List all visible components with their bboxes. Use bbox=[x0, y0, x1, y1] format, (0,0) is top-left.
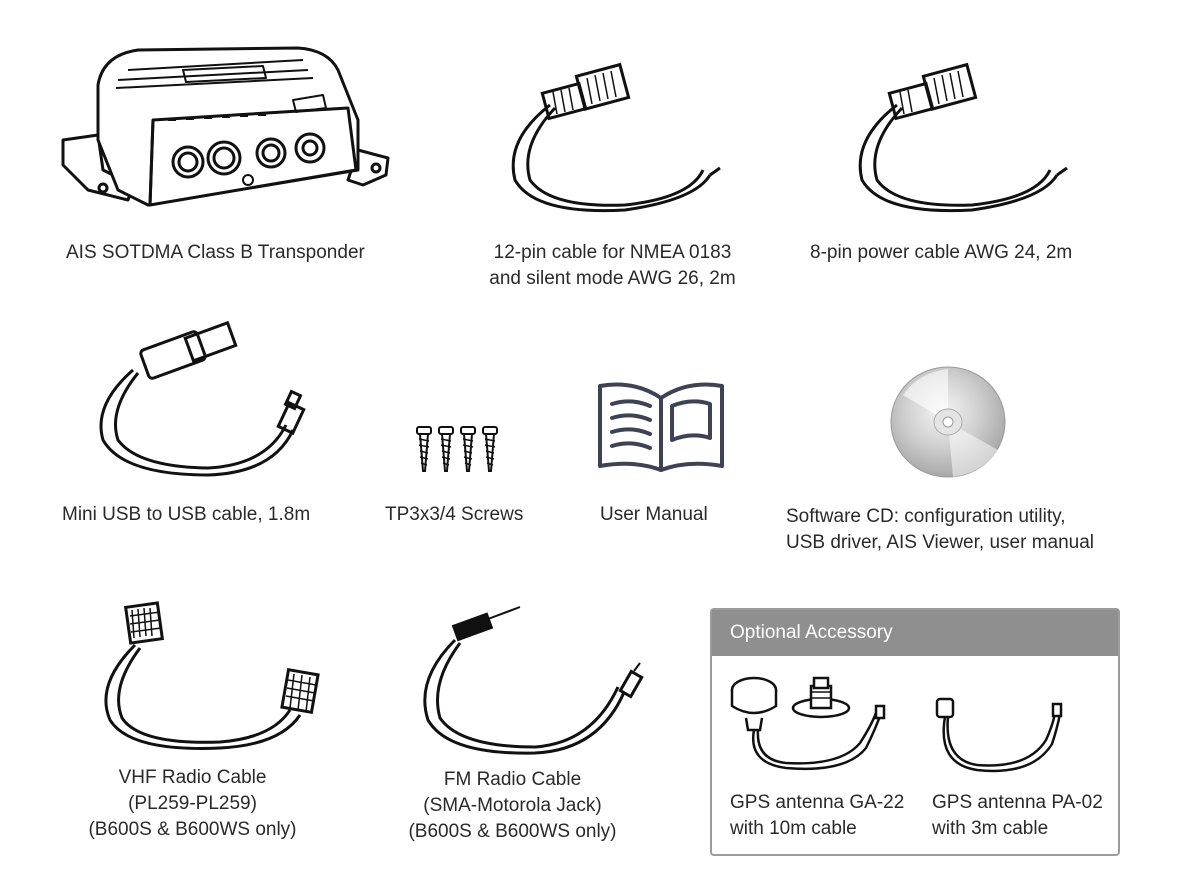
cable-12pin-label: 12-pin cable for NMEA 0183 and silent mo… bbox=[470, 240, 755, 292]
cd-image bbox=[890, 366, 1006, 478]
gps-antenna-ga22-label-line1: GPS antenna GA-22 bbox=[730, 792, 905, 813]
gps-antenna-ga22-label: GPS antenna GA-22 with 10m cable bbox=[730, 790, 904, 842]
cd-label: Software CD: configuration utility, USB … bbox=[786, 504, 1094, 556]
cable-12pin-image bbox=[511, 62, 721, 213]
screws-image bbox=[416, 426, 498, 472]
vhf-cable-image bbox=[104, 601, 320, 750]
screws-label: TP3x3/4 Screws bbox=[385, 504, 524, 525]
cable-8pin-label: 8-pin power cable AWG 24, 2m bbox=[810, 242, 1073, 263]
book-icon bbox=[598, 382, 724, 472]
fm-cable-label-line1: FM Radio Cable bbox=[443, 769, 582, 790]
cable-12pin-label-line1: 12-pin cable for NMEA 0183 bbox=[493, 242, 732, 263]
optional-accessory-header: Optional Accessory bbox=[712, 610, 1118, 656]
gps-antenna-pa02-label-line2: with 3m cable bbox=[932, 818, 1049, 839]
fm-cable-label: FM Radio Cable (SMA-Motorola Jack) (B600… bbox=[395, 767, 630, 845]
vhf-cable-label-line3: (B600S & B600WS only) bbox=[88, 819, 297, 840]
fm-cable-label-line2: (SMA-Motorola Jack) bbox=[423, 795, 602, 816]
vhf-cable-label-line1: VHF Radio Cable bbox=[118, 767, 267, 788]
cd-label-line2: USB driver, AIS Viewer, user manual bbox=[786, 532, 1095, 553]
cable-12pin-label-line2: and silent mode AWG 26, 2m bbox=[489, 268, 736, 289]
cable-8pin-image bbox=[858, 62, 1068, 213]
gps-antenna-pa02-label: GPS antenna PA-02 with 3m cable bbox=[932, 790, 1103, 842]
vhf-cable-label-line2: (PL259-PL259) bbox=[128, 793, 257, 814]
usb-cable-image bbox=[99, 320, 306, 477]
manual-label: User Manual bbox=[600, 504, 708, 525]
gps-antenna-ga22-label-line2: with 10m cable bbox=[730, 818, 857, 839]
optional-accessory-box: Optional Accessory GPS antenna GA-22 wit… bbox=[710, 608, 1120, 856]
gps-antenna-ga22-image bbox=[730, 676, 886, 771]
gps-antenna-pa02-image bbox=[935, 697, 1063, 773]
vhf-cable-label: VHF Radio Cable (PL259-PL259) (B600S & B… bbox=[75, 765, 310, 843]
transponder-image bbox=[61, 46, 390, 207]
transponder-label: AIS SOTDMA Class B Transponder bbox=[66, 242, 365, 263]
gps-antenna-pa02-label-line1: GPS antenna PA-02 bbox=[932, 792, 1103, 813]
fm-cable-label-line3: (B600S & B600WS only) bbox=[408, 821, 617, 842]
cd-label-line1: Software CD: configuration utility, bbox=[786, 506, 1066, 527]
fm-cable-image bbox=[423, 606, 644, 755]
usb-cable-label: Mini USB to USB cable, 1.8m bbox=[62, 504, 311, 525]
